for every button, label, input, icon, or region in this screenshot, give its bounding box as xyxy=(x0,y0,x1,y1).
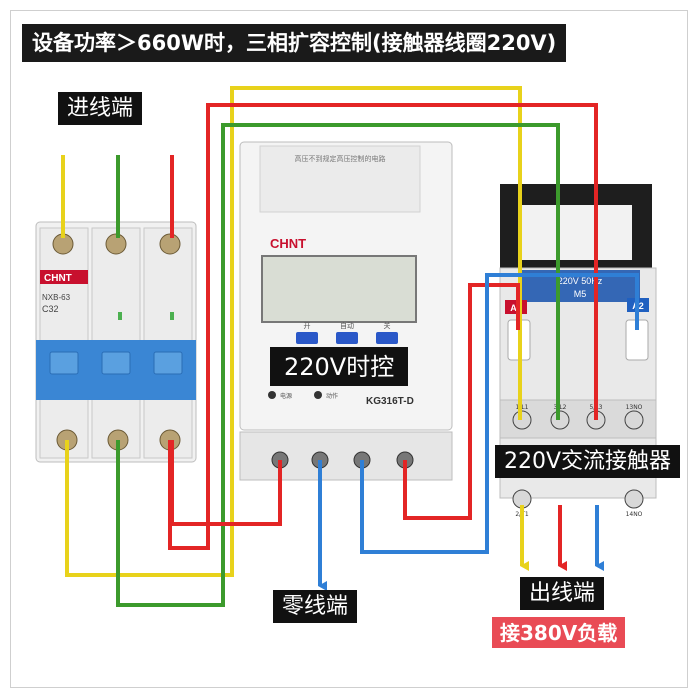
timer-button-3-label: 关 xyxy=(384,321,391,330)
timer-button-1[interactable] xyxy=(296,332,318,344)
wire-green-phase xyxy=(116,123,560,607)
load-label: 接380V负载 xyxy=(492,617,626,648)
contactor-13no-label: 13NO xyxy=(626,404,643,411)
breaker-rating: C32 xyxy=(42,304,59,314)
timer-power-label: 电源 xyxy=(280,392,292,400)
wire-timer-to-a1 xyxy=(403,283,520,520)
timer-action-label: 动作 xyxy=(326,392,338,400)
contactor-terminal-14no xyxy=(624,489,644,509)
contactor-bracket-window xyxy=(520,205,632,260)
breaker-brand-plate xyxy=(40,270,88,284)
timer-label: 220V时控 xyxy=(270,347,409,386)
breaker-handle-1[interactable] xyxy=(49,351,79,375)
breaker-model: NXB-63 xyxy=(42,293,71,302)
wire-timer-live-in xyxy=(170,440,282,526)
contactor-l2-label: 3/L2 xyxy=(554,404,567,411)
wire-red-phase xyxy=(168,103,598,550)
timer-power-led xyxy=(268,391,276,399)
contactor-l1-label: 1/L1 xyxy=(516,404,529,411)
contactor-header: 220V 50Hz xyxy=(558,276,603,286)
contactor-sub: M5 xyxy=(574,289,587,299)
timer-lcd xyxy=(261,255,417,323)
timer-button-2[interactable] xyxy=(336,332,358,344)
contactor-label: 220V交流接触器 xyxy=(495,445,681,478)
timer-button-1-label: 开 xyxy=(304,322,311,330)
timer-button-3[interactable] xyxy=(376,332,398,344)
breaker-handle-2[interactable] xyxy=(101,351,131,375)
timer-top-text: 高压不到规定高压控制的电路 xyxy=(295,154,386,163)
wire-neutral-to-a2 xyxy=(360,273,639,554)
timer-action-led xyxy=(314,391,322,399)
contactor-terminal-13no xyxy=(624,410,644,430)
time-controller: 高压不到规定高压控制的电路 CHNT 开 自动 关 电源 动作 KG316T-D xyxy=(239,141,453,481)
breaker-indicator-3 xyxy=(170,312,174,320)
incoming-terminal-label: 进线端 xyxy=(58,92,143,125)
timer-model: KG316T-D xyxy=(366,396,414,407)
wire-yellow-phase xyxy=(65,86,522,577)
breaker-indicator-2 xyxy=(118,312,122,320)
timer-button-2-label: 自动 xyxy=(340,321,354,330)
neutral-terminal-label: 零线端 xyxy=(273,590,358,623)
image-frame xyxy=(10,10,688,688)
breaker-handle-3[interactable] xyxy=(153,351,183,375)
timer-brand: CHNT xyxy=(270,236,306,251)
outgoing-terminal-label: 出线端 xyxy=(520,577,605,610)
contactor-14no-label: 14NO xyxy=(626,511,643,518)
circuit-breaker: CHNT NXB-63 C32 xyxy=(35,221,197,463)
page-title: 设备功率＞660W时，三相扩容控制(接触器线圈220V) xyxy=(22,24,567,62)
breaker-brand: CHNT xyxy=(44,273,72,284)
timer-terminal-block xyxy=(239,431,453,481)
timer-top-cover xyxy=(259,145,421,213)
